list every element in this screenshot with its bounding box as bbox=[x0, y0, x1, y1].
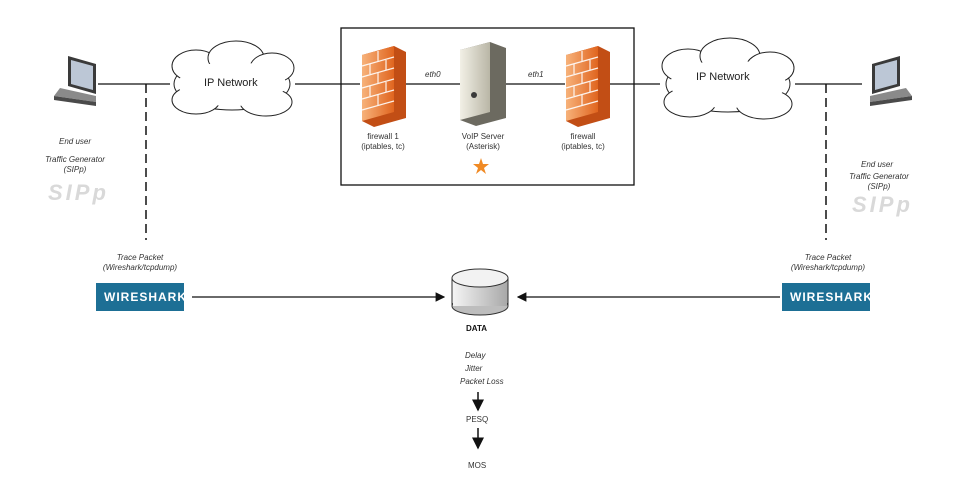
left-trace-tool: (Wireshark/tcpdump) bbox=[102, 263, 178, 272]
firewall-right-name: firewall bbox=[570, 132, 596, 141]
pesq-label: PESQ bbox=[466, 415, 489, 424]
right-wireshark-text: WIRESHARK bbox=[790, 290, 873, 304]
server-name: VoIP Server bbox=[461, 132, 505, 141]
server-zone-box bbox=[340, 27, 635, 186]
left-trace-label: Trace Packet (Wireshark/tcpdump) bbox=[84, 253, 196, 273]
interface-eth0-label: eth0 bbox=[425, 70, 441, 79]
firewall-right-label: firewall (iptables, tc) bbox=[548, 132, 618, 152]
right-generator-name: Traffic Generator bbox=[849, 172, 909, 181]
left-generator-tool: (SIPp) bbox=[63, 165, 87, 174]
firewall-left-label: firewall 1 (iptables, tc) bbox=[348, 132, 418, 152]
metric-delay: Delay bbox=[465, 351, 486, 360]
left-user-role: End user bbox=[58, 137, 92, 146]
database-icon bbox=[451, 268, 509, 316]
mos-label: MOS bbox=[468, 461, 487, 470]
left-wireshark-text: WIRESHARK bbox=[104, 290, 187, 304]
metric-packet-loss: Packet Loss bbox=[460, 377, 504, 386]
cloud-left-icon bbox=[171, 40, 295, 117]
left-trace-title: Trace Packet bbox=[116, 253, 164, 262]
metric-jitter: Jitter bbox=[465, 364, 483, 373]
right-sipp-logo: SIPp bbox=[852, 192, 913, 217]
cloud-left-label: IP Network bbox=[204, 77, 258, 89]
right-trace-title: Trace Packet bbox=[804, 253, 852, 262]
firewall-left-tools: (iptables, tc) bbox=[361, 142, 405, 151]
right-trace-label: Trace Packet (Wireshark/tcpdump) bbox=[772, 253, 884, 273]
server-software: (Asterisk) bbox=[466, 142, 500, 151]
right-trace-tool: (Wireshark/tcpdump) bbox=[790, 263, 866, 272]
laptop-right-icon bbox=[870, 56, 912, 106]
voip-server-icon bbox=[460, 42, 506, 126]
firewall-left-name: firewall 1 bbox=[367, 132, 399, 141]
left-user-label: End user bbox=[30, 137, 120, 147]
firewall-left-icon bbox=[361, 46, 406, 127]
left-generator-name: Traffic Generator bbox=[45, 155, 105, 164]
right-generator-tool: (SIPp) bbox=[867, 182, 891, 191]
firewall-right-icon bbox=[565, 46, 610, 127]
interface-eth1-label: eth1 bbox=[528, 70, 544, 79]
firewall-right-tools: (iptables, tc) bbox=[561, 142, 605, 151]
left-generator-label: Traffic Generator (SIPp) bbox=[22, 155, 128, 175]
data-label: DATA bbox=[466, 324, 488, 333]
right-wireshark-logo: WIRESHARK bbox=[782, 283, 873, 311]
right-user-label: End user bbox=[832, 160, 922, 170]
laptop-left-icon bbox=[54, 56, 96, 106]
cloud-right-label: IP Network bbox=[696, 71, 750, 83]
left-sipp-logo: SIPp bbox=[48, 180, 109, 205]
cloud-right-icon bbox=[661, 37, 795, 120]
right-user-role: End user bbox=[860, 160, 894, 169]
left-wireshark-logo: WIRESHARK bbox=[96, 283, 187, 311]
asterisk-star-icon bbox=[473, 158, 489, 174]
server-label: VoIP Server (Asterisk) bbox=[445, 132, 521, 152]
right-generator-label: Traffic Generator (SIPp) bbox=[826, 172, 932, 192]
